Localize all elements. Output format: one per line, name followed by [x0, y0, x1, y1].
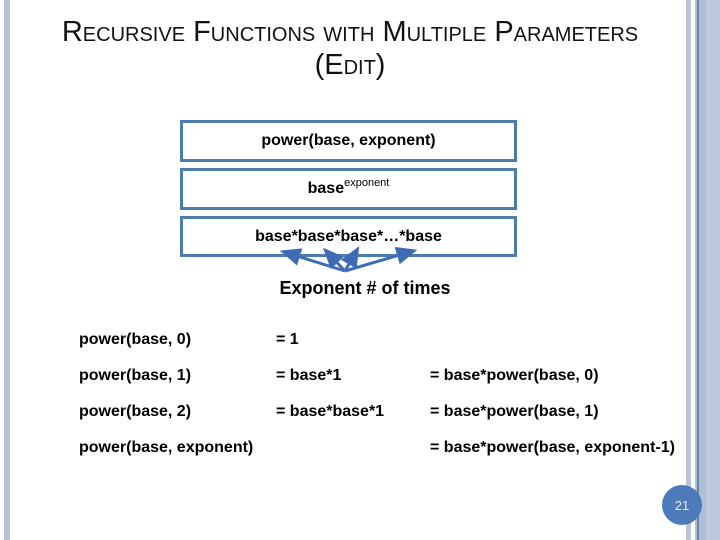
- recursive-form-cell: = base*power(base, 1): [430, 403, 599, 420]
- recursive-form-cell: = base*power(base, 0): [430, 367, 599, 384]
- right-border-stripe: [706, 0, 720, 540]
- expansion-cell: [276, 430, 430, 466]
- box-base-text: base: [307, 180, 345, 197]
- call-cell: power(base, 2): [79, 403, 192, 420]
- call-cell: power(base, exponent): [79, 439, 254, 456]
- call-cell: power(base, 0): [79, 331, 192, 348]
- right-border-stripe-dark: [697, 0, 699, 540]
- expansion-cell: = base*1: [276, 367, 342, 384]
- slide-title-line-1: Recursive Functions with Multiple Parame…: [61, 16, 639, 48]
- page-number: 21: [674, 497, 690, 513]
- right-border-stripe: [695, 0, 697, 540]
- slide-title: Recursive Functions with Multiple Parame…: [30, 16, 670, 82]
- page-number-badge: 21: [662, 485, 702, 525]
- table-row: power(base, exponent) = base*power(base,…: [79, 430, 705, 466]
- recursive-form-cell: [430, 322, 705, 358]
- call-cell: power(base, 1): [79, 367, 192, 384]
- right-border-stripe: [686, 0, 691, 540]
- right-border-stripe: [699, 0, 706, 540]
- recursive-form-cell: = base*power(base, exponent-1): [430, 439, 675, 456]
- box-exponent-superscript: exponent: [344, 177, 390, 189]
- recursion-table: power(base, 0) = 1 power(base, 1) = base…: [79, 322, 705, 466]
- converging-arrows: [279, 246, 418, 273]
- box-base-exponent: baseexponent: [180, 168, 517, 210]
- expansion-cell: = base*base*1: [276, 403, 385, 420]
- box-expansion-text: base*base*base*…*base: [255, 228, 442, 245]
- left-border-stripe: [4, 0, 10, 540]
- box-power-signature: power(base, exponent): [180, 120, 517, 162]
- slide-title-line-2: (Edit): [314, 49, 386, 81]
- table-row: power(base, 2) = base*base*1 = base*powe…: [79, 394, 705, 430]
- table-row: power(base, 0) = 1: [79, 322, 705, 358]
- box-power-signature-text: power(base, exponent): [261, 132, 436, 149]
- expansion-cell: = 1: [276, 331, 299, 348]
- arrow-caption: Exponent # of times: [279, 278, 451, 298]
- table-row: power(base, 1) = base*1 = base*power(bas…: [79, 358, 705, 394]
